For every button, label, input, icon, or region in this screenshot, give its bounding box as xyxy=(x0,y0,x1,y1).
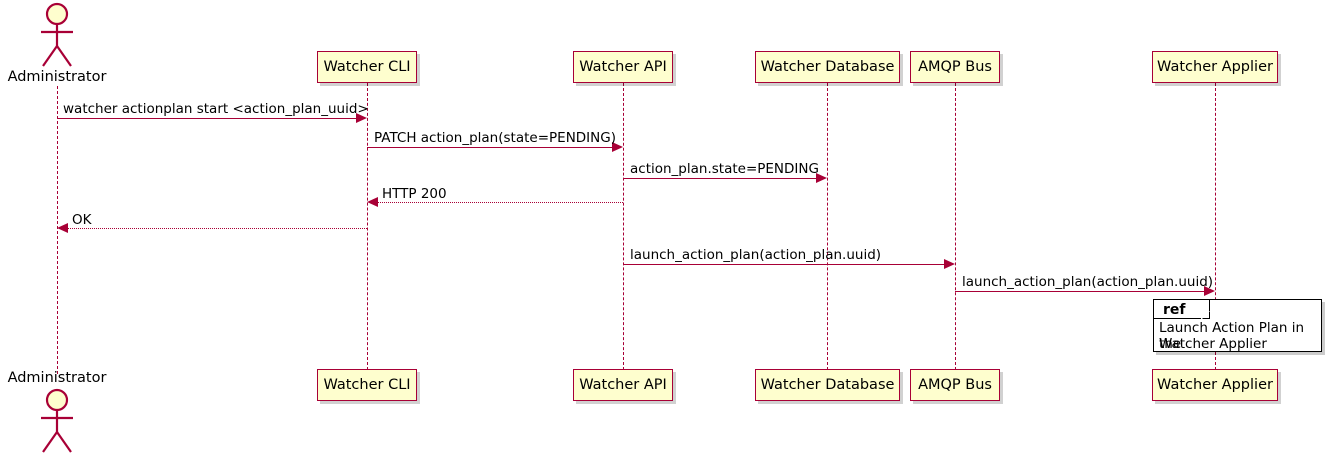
lifeline-watcher-applier xyxy=(1215,83,1216,370)
participant-box-watcher-applier-top[interactable]: Watcher Applier xyxy=(1152,51,1278,83)
message-arrow-6 xyxy=(623,264,945,265)
message-arrow-7 xyxy=(955,291,1205,292)
lifeline-watcher-database xyxy=(827,83,828,370)
ref-fragment-tab-label: ref xyxy=(1154,300,1210,320)
participant-box-watcher-database-top[interactable]: Watcher Database xyxy=(755,51,900,83)
ref-fragment-text-line-1: Launch Action Plan in the xyxy=(1159,320,1305,352)
ref-fragment-box[interactable]: ref Launch Action Plan in the Watcher Ap… xyxy=(1153,299,1322,352)
actor-label-administrator-top: Administrator xyxy=(7,69,107,85)
message-arrow-2 xyxy=(367,147,613,148)
actor-administrator-bottom xyxy=(35,388,79,454)
actor-label-administrator-bottom: Administrator xyxy=(7,370,107,386)
arrowhead-right-icon xyxy=(1204,286,1215,296)
participant-box-watcher-cli-bottom[interactable]: Watcher CLI xyxy=(317,369,417,401)
message-label-1: watcher actionplan start <action_plan_uu… xyxy=(63,101,369,117)
lifeline-watcher-api xyxy=(623,83,624,370)
message-label-7: launch_action_plan(action_plan.uuid) xyxy=(962,274,1214,290)
arrowhead-right-icon xyxy=(612,142,623,152)
message-label-6: launch_action_plan(action_plan.uuid) xyxy=(630,247,882,263)
arrowhead-right-icon xyxy=(356,113,367,123)
participant-box-watcher-cli-top[interactable]: Watcher CLI xyxy=(317,51,417,83)
participant-box-amqp-bus-bottom[interactable]: AMQP Bus xyxy=(910,369,1000,401)
arrowhead-right-icon xyxy=(816,173,827,183)
message-label-4: HTTP 200 xyxy=(382,186,447,202)
message-label-5: OK xyxy=(72,212,92,228)
message-arrow-4 xyxy=(378,202,623,203)
participant-box-watcher-api-top[interactable]: Watcher API xyxy=(573,51,673,83)
message-arrow-1 xyxy=(57,118,357,119)
participant-box-amqp-bus-top[interactable]: AMQP Bus xyxy=(910,51,1000,83)
ref-fragment-text-line-2: Watcher Applier xyxy=(1159,336,1267,352)
arrowhead-right-icon xyxy=(944,259,955,269)
actor-administrator-top xyxy=(35,2,79,68)
lifeline-amqp-bus xyxy=(955,83,956,370)
actor-icon xyxy=(41,2,73,67)
actor-icon xyxy=(41,388,73,453)
arrowhead-left-icon xyxy=(367,197,378,207)
participant-box-watcher-api-bottom[interactable]: Watcher API xyxy=(573,369,673,401)
participant-box-watcher-applier-bottom[interactable]: Watcher Applier xyxy=(1152,369,1278,401)
arrowhead-left-icon xyxy=(57,223,68,233)
message-arrow-5 xyxy=(68,228,367,229)
message-label-3: action_plan.state=PENDING xyxy=(630,161,819,177)
message-arrow-3 xyxy=(623,178,817,179)
lifeline-watcher-cli xyxy=(367,83,368,370)
message-label-2: PATCH action_plan(state=PENDING) xyxy=(374,130,616,146)
participant-box-watcher-database-bottom[interactable]: Watcher Database xyxy=(755,369,900,401)
